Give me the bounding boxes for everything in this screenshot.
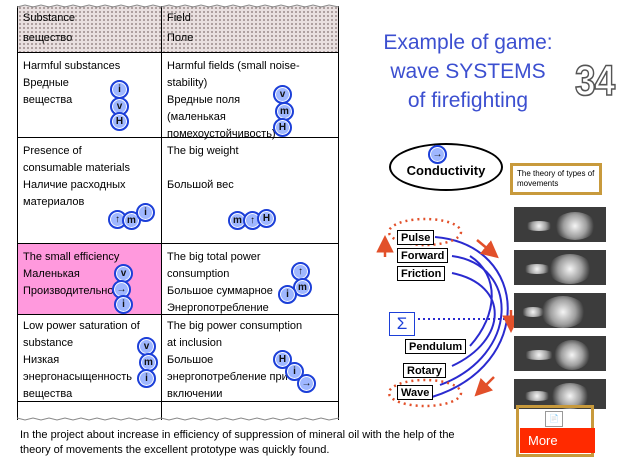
conductivity-label: Conductivity bbox=[406, 163, 486, 178]
header-text: вещество bbox=[23, 32, 73, 44]
cell-text: энергопотребление при bbox=[167, 371, 288, 383]
movement-wave: Wave bbox=[397, 385, 434, 400]
bubble-icon: i bbox=[114, 295, 133, 314]
table-column-divider bbox=[161, 6, 162, 420]
torn-edge-bottom bbox=[17, 417, 339, 421]
cell-text: Presence of bbox=[23, 145, 82, 157]
row1-substance: Harmful substances Вредные вещества bbox=[23, 58, 120, 109]
bubble-icon: → bbox=[297, 374, 316, 393]
title-line: Example of game: bbox=[383, 31, 553, 54]
bubble-icon: i bbox=[110, 80, 129, 99]
table-header-background bbox=[18, 6, 338, 52]
title-line: of firefighting bbox=[407, 89, 529, 112]
cell-text: The big weight bbox=[167, 145, 239, 157]
row1-field: Harmful fields (small noise- stability) … bbox=[167, 58, 300, 143]
bubble-icon: H bbox=[257, 209, 276, 228]
smoke-photo bbox=[514, 336, 606, 371]
row2-field: The big weight Большой вес bbox=[167, 143, 239, 194]
smoke-photo bbox=[514, 379, 606, 409]
cell-text: Маленькая bbox=[23, 268, 80, 280]
movement-forward: Forward bbox=[397, 248, 449, 263]
row3-field: The big total power consumption Большое … bbox=[167, 249, 273, 317]
bubble-icon: H bbox=[110, 112, 129, 131]
table-border-right bbox=[338, 6, 339, 420]
row2-substance: Presence of consumable materials Наличие… bbox=[23, 143, 130, 211]
cell-text: The big power consumption bbox=[167, 320, 303, 332]
caption: In the project about increase in efficie… bbox=[20, 428, 520, 458]
document-icon[interactable]: 📄 bbox=[545, 411, 563, 427]
cell-text: Low power saturation of bbox=[23, 320, 140, 332]
cell-text: включении bbox=[167, 388, 223, 400]
cell-text: stability) bbox=[167, 77, 208, 89]
bubble-icon: i bbox=[278, 285, 297, 304]
bubble-icon: H bbox=[273, 118, 292, 137]
cell-text: consumable materials bbox=[23, 162, 130, 174]
title-line: wave SYSTEMS bbox=[390, 60, 546, 83]
cell-text: энергонасыщенность bbox=[23, 371, 132, 383]
bubble-icon: v bbox=[137, 337, 156, 356]
smoke-photo bbox=[514, 207, 606, 242]
table-divider bbox=[17, 401, 339, 402]
cell-text: consumption bbox=[167, 268, 230, 280]
cell-text: Большое суммарное bbox=[167, 285, 273, 297]
smoke-photo bbox=[514, 250, 606, 285]
bubble-icon: ↑ bbox=[291, 262, 310, 281]
bubble-icon: m bbox=[275, 102, 294, 121]
cell-text: Большой вес bbox=[167, 179, 234, 191]
caption-line: theory of movements the excellent protot… bbox=[20, 444, 330, 456]
movement-pulse: Pulse bbox=[397, 230, 435, 245]
movement-pendulum: Pendulum bbox=[405, 339, 467, 354]
torn-edge-top bbox=[17, 4, 339, 8]
cell-text: Энергопотребление bbox=[167, 302, 269, 314]
bubble-icon: → bbox=[428, 145, 447, 164]
cell-text: помехоустойчивость) bbox=[167, 128, 276, 140]
cell-text: Harmful substances bbox=[23, 60, 121, 72]
cell-text: The big total power bbox=[167, 251, 261, 263]
cell-text: Производительность bbox=[23, 285, 130, 297]
slide-title: Example of game: wave SYSTEMS of firefig… bbox=[357, 28, 579, 115]
movement-curves bbox=[376, 217, 520, 408]
header-field: Field Поле bbox=[167, 10, 193, 47]
movement-friction: Friction bbox=[397, 266, 446, 281]
row4-field: The big power consumption at inclusion Б… bbox=[167, 318, 302, 403]
sigma-box: Σ bbox=[389, 312, 415, 336]
theory-box: The theory of types of movements bbox=[510, 163, 602, 195]
movement-rotary: Rotary bbox=[403, 363, 446, 378]
header-text: Поле bbox=[167, 32, 194, 44]
cell-text: Наличие расходных bbox=[23, 179, 126, 191]
more-button[interactable]: More bbox=[520, 428, 595, 453]
cell-text: Вредные bbox=[23, 77, 69, 89]
substance-field-table: Substance вещество Field Поле Harmful su… bbox=[17, 6, 339, 420]
highlighted-cell bbox=[18, 243, 161, 314]
smoke-photo bbox=[514, 293, 606, 328]
row4-substance: Low power saturation of substance Низкая… bbox=[23, 318, 140, 403]
cell-text: at inclusion bbox=[167, 337, 223, 349]
cell-text: Вредные поля bbox=[167, 94, 241, 106]
table-divider bbox=[17, 52, 339, 53]
cell-text: Большое bbox=[167, 354, 214, 366]
table-divider bbox=[17, 243, 339, 244]
cell-text: вещества bbox=[23, 94, 73, 106]
bubble-icon: m bbox=[139, 353, 158, 372]
row3-substance: The small efficiency Маленькая Производи… bbox=[23, 249, 130, 300]
cell-text: Harmful fields (small noise- bbox=[167, 60, 300, 72]
cell-text: Низкая bbox=[23, 354, 60, 366]
bubble-icon: i bbox=[137, 369, 156, 388]
table-border-left bbox=[17, 6, 18, 420]
header-text: Substance bbox=[23, 12, 75, 24]
header-substance: Substance вещество bbox=[23, 10, 75, 47]
caption-line: In the project about increase in efficie… bbox=[20, 429, 455, 441]
bubble-icon: i bbox=[136, 203, 155, 222]
cell-text: материалов bbox=[23, 196, 85, 208]
header-text: Field bbox=[167, 12, 191, 24]
table-divider bbox=[17, 314, 339, 315]
cell-text: (маленькая bbox=[167, 111, 226, 123]
cell-text: The small efficiency bbox=[23, 251, 120, 263]
cell-text bbox=[167, 160, 239, 177]
table-divider bbox=[17, 137, 339, 138]
cell-text: вещества bbox=[23, 388, 73, 400]
cell-text: substance bbox=[23, 337, 74, 349]
slide-number: 34 bbox=[574, 56, 616, 105]
